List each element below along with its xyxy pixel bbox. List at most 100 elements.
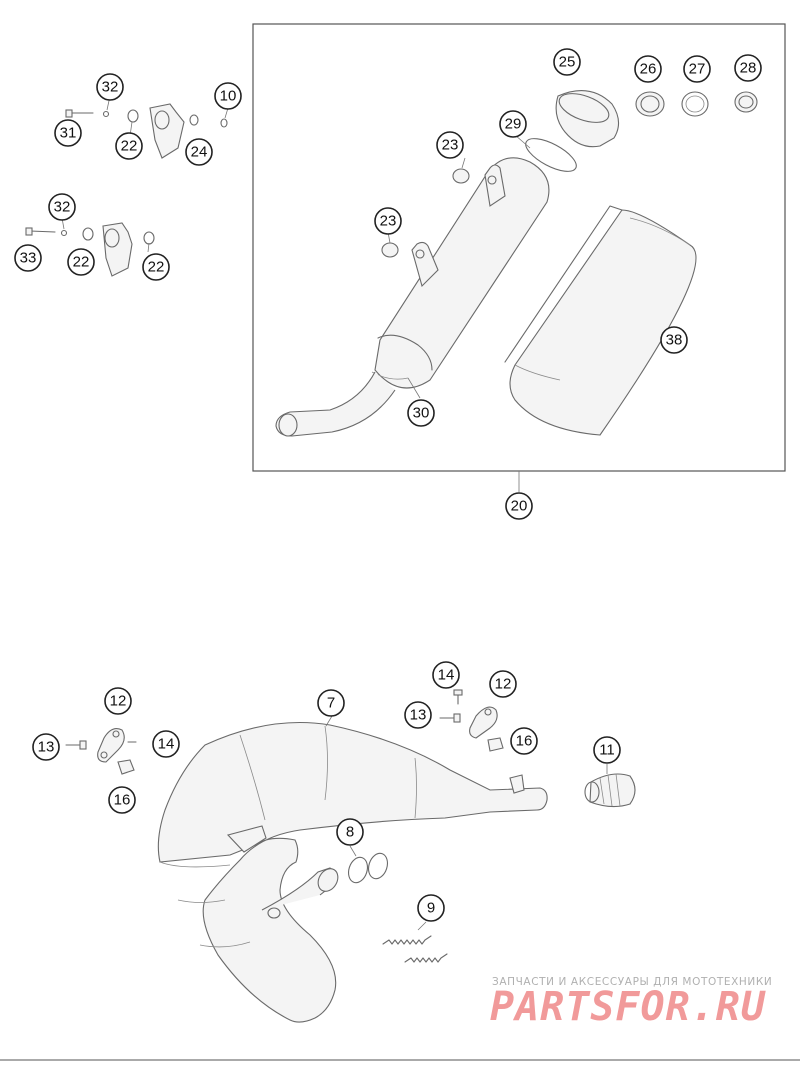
chamber-body xyxy=(157,721,548,1023)
svg-text:12: 12 xyxy=(110,693,127,710)
svg-text:13: 13 xyxy=(38,739,55,756)
chamber-flange xyxy=(317,868,339,892)
bushing-22a xyxy=(127,109,139,123)
mounting-set-upper xyxy=(65,95,229,159)
callout-11: 11 xyxy=(593,736,621,764)
callout-22: 22 xyxy=(142,253,170,281)
ring-26 xyxy=(635,91,665,117)
washer-32 xyxy=(102,110,110,118)
svg-text:10: 10 xyxy=(220,88,237,105)
sleeve-top xyxy=(629,217,691,246)
svg-text:7: 7 xyxy=(327,695,335,712)
spring-eye xyxy=(267,907,281,919)
callout-12: 12 xyxy=(489,670,517,698)
callout-20: 20 xyxy=(505,492,533,520)
ring-28-inner xyxy=(738,95,754,109)
rubber-grommet xyxy=(104,228,120,248)
svg-text:9: 9 xyxy=(427,900,435,917)
expansion-chamber-7 xyxy=(157,721,548,1023)
callout-13: 13 xyxy=(32,733,60,761)
nut-16b xyxy=(487,737,504,752)
gasket-29 xyxy=(525,138,577,172)
callout-12: 12 xyxy=(104,687,132,715)
svg-text:28: 28 xyxy=(740,60,757,77)
callout-16: 16 xyxy=(108,786,136,814)
svg-text:25: 25 xyxy=(559,54,576,71)
bracket-group-left xyxy=(65,728,137,775)
callout-22: 22 xyxy=(115,132,143,160)
bracket-12b xyxy=(469,706,498,739)
weld-seam xyxy=(239,734,266,821)
svg-text:23: 23 xyxy=(380,213,397,230)
tab-hole xyxy=(487,175,497,185)
leader xyxy=(349,845,357,857)
svg-text:30: 30 xyxy=(413,405,430,422)
callout-29: 29 xyxy=(499,110,527,138)
callout-14: 14 xyxy=(152,730,180,758)
silencer-30 xyxy=(275,157,550,437)
callout-38: 38 xyxy=(660,326,688,354)
washer-32b xyxy=(60,229,68,237)
svg-text:26: 26 xyxy=(640,61,657,78)
leader xyxy=(407,377,421,399)
bushing-22c xyxy=(82,227,94,241)
weld-seam xyxy=(199,941,251,948)
sleeve-edge xyxy=(504,205,623,363)
watermark-tagline: ЗАПЧАСТИ И АКСЕССУАРЫ ДЛЯ МОТОТЕХНИКИ xyxy=(492,976,772,988)
bracket-hole xyxy=(484,708,492,716)
ring-28 xyxy=(734,91,758,113)
callout-23: 23 xyxy=(374,207,402,235)
weld-seam xyxy=(159,861,231,868)
rear-bracket xyxy=(509,774,525,794)
svg-text:11: 11 xyxy=(599,742,615,759)
leader xyxy=(417,921,427,931)
sleeve-body xyxy=(509,209,697,436)
bolt-head xyxy=(453,713,461,723)
weld-seam xyxy=(414,757,417,819)
end-cap-25 xyxy=(555,90,620,148)
ring-26-inner xyxy=(640,95,660,113)
callout-8: 8 xyxy=(336,818,364,846)
svg-text:12: 12 xyxy=(495,676,512,693)
callout-27: 27 xyxy=(683,55,711,83)
spring-9a xyxy=(382,935,432,945)
bolt-head xyxy=(65,109,73,118)
svg-text:33: 33 xyxy=(20,250,37,267)
callout-13: 13 xyxy=(404,701,432,729)
bolt-33 xyxy=(29,230,56,233)
bracket-hole xyxy=(112,730,120,738)
leader xyxy=(514,134,531,149)
callout-23: 23 xyxy=(436,131,464,159)
bracket-24 xyxy=(149,103,185,159)
callout-32: 32 xyxy=(96,73,124,101)
callout-16: 16 xyxy=(510,727,538,755)
weld-seam xyxy=(324,725,328,801)
mount-tab-lower xyxy=(411,241,439,288)
svg-text:27: 27 xyxy=(689,61,706,78)
silencer-body xyxy=(374,157,550,389)
sleeve-38 xyxy=(504,205,697,436)
ring-27-inner xyxy=(685,95,705,113)
bolt-head xyxy=(25,227,33,236)
rubber-grommet xyxy=(154,110,170,130)
watermark-brand: PARTSFOR.RU xyxy=(490,984,766,1030)
bracket-hole xyxy=(100,751,108,759)
callout-25: 25 xyxy=(553,48,581,76)
inlet-opening xyxy=(278,413,298,437)
leader xyxy=(461,157,466,169)
leader xyxy=(325,715,333,727)
callout-26: 26 xyxy=(634,55,662,83)
callout-22: 22 xyxy=(67,248,95,276)
svg-text:23: 23 xyxy=(442,137,459,154)
mount-tab-upper xyxy=(484,164,506,207)
svg-text:32: 32 xyxy=(102,79,119,96)
svg-text:13: 13 xyxy=(410,707,427,724)
end-cap-rim xyxy=(558,93,610,123)
svg-text:14: 14 xyxy=(158,736,175,753)
silencer-end-cap xyxy=(377,334,433,371)
callout-28: 28 xyxy=(734,54,762,82)
svg-text:22: 22 xyxy=(148,259,165,276)
weld-seam xyxy=(177,899,226,903)
o-ring-8b xyxy=(367,852,389,880)
